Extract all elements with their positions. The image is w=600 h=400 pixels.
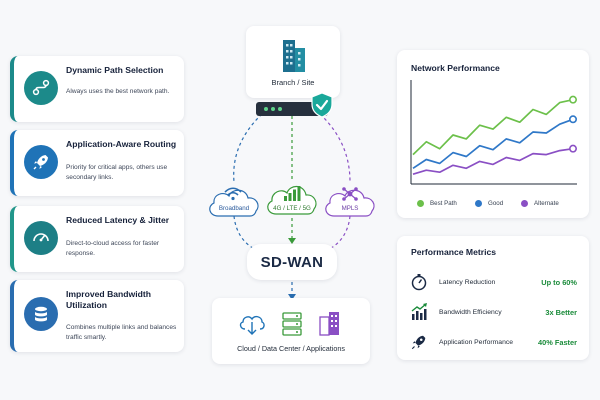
legend-item-alternate: Alternate — [521, 200, 559, 207]
lte-label: 4G / LTE / 5G — [273, 205, 311, 212]
wifi-icon — [224, 186, 242, 207]
buildings-icon — [318, 310, 342, 341]
metric-label: Application Performance — [439, 338, 514, 346]
rocket-icon — [24, 145, 58, 179]
chart-title: Network Performance — [411, 63, 500, 73]
series-line-0 — [412, 98, 574, 156]
metrics-title: Performance Metrics — [411, 247, 497, 257]
broadband-label: Broadband — [218, 205, 250, 212]
feature-description: Combines multiple links and balances tra… — [66, 324, 177, 341]
performance-metrics-card: Performance Metrics Latency Reduction Up… — [397, 236, 589, 360]
router-device — [256, 102, 328, 116]
feature-card-bandwidth: Improved Bandwidth Utilization Combines … — [10, 280, 184, 352]
feature-description: Direct-to-cloud access for faster respon… — [66, 240, 160, 257]
feature-card-latency: Reduced Latency & Jitter Direct-to-cloud… — [10, 206, 184, 272]
sdwan-hub: SD-WAN — [247, 244, 337, 280]
shield-check-icon — [310, 92, 334, 123]
series-line-1 — [412, 118, 574, 170]
series-end-point-1 — [569, 115, 578, 124]
signal-bars-icon — [283, 185, 301, 206]
metric-value: Up to 60% — [541, 277, 577, 287]
network-performance-card: Network Performance Best Path Good Alter… — [397, 50, 589, 218]
rocket-icon — [409, 332, 429, 352]
legend-item-good: Good — [475, 200, 503, 207]
feature-title: Improved Bandwidth Utilization — [66, 289, 151, 310]
cloud-sync-icon — [238, 312, 266, 341]
series-end-point-0 — [569, 95, 578, 104]
network-icon — [341, 186, 359, 207]
feature-title: Application-Aware Routing — [66, 139, 177, 149]
metric-row: Latency Reduction Up to 60% — [409, 272, 577, 292]
speedometer-icon — [24, 221, 58, 255]
feature-title: Dynamic Path Selection — [66, 65, 164, 75]
growth-chart-icon — [409, 302, 429, 322]
building-icon — [281, 34, 307, 79]
metric-row: Application Performance 40% Faster — [409, 332, 577, 352]
legend-item-best-path: Best Path — [417, 200, 457, 207]
metric-row: Bandwidth Efficiency 3x Better — [409, 302, 577, 322]
branch-site-card: Branch / Site — [246, 26, 340, 98]
site-label: Branch / Site — [271, 78, 315, 87]
metric-label: Bandwidth Efficiency — [439, 308, 502, 316]
route-icon — [24, 71, 58, 105]
metric-value: 40% Faster — [537, 337, 577, 347]
feature-card-dynamic-path: Dynamic Path Selection Always uses the b… — [10, 56, 184, 122]
feature-description: Priority for critical apps, others use s… — [66, 164, 168, 181]
stopwatch-icon — [409, 272, 429, 292]
feature-title: Reduced Latency & Jitter — [66, 215, 170, 225]
destination-label: Cloud / Data Center / Applications — [237, 344, 345, 353]
database-icon — [24, 297, 58, 331]
destination-card: Cloud / Data Center / Applications — [212, 298, 370, 364]
feature-description: Always uses the best network path. — [66, 88, 170, 95]
feature-card-app-routing: Application-Aware Routing Priority for c… — [10, 130, 184, 196]
series-line-2 — [412, 147, 574, 176]
series-end-point-2 — [569, 144, 578, 153]
server-icon — [282, 312, 302, 341]
sdwan-label: SD-WAN — [260, 253, 324, 271]
metric-label: Latency Reduction — [439, 278, 496, 286]
mpls-label: MPLS — [341, 205, 359, 212]
performance-chart — [410, 80, 578, 185]
metric-value: 3x Better — [545, 307, 577, 317]
